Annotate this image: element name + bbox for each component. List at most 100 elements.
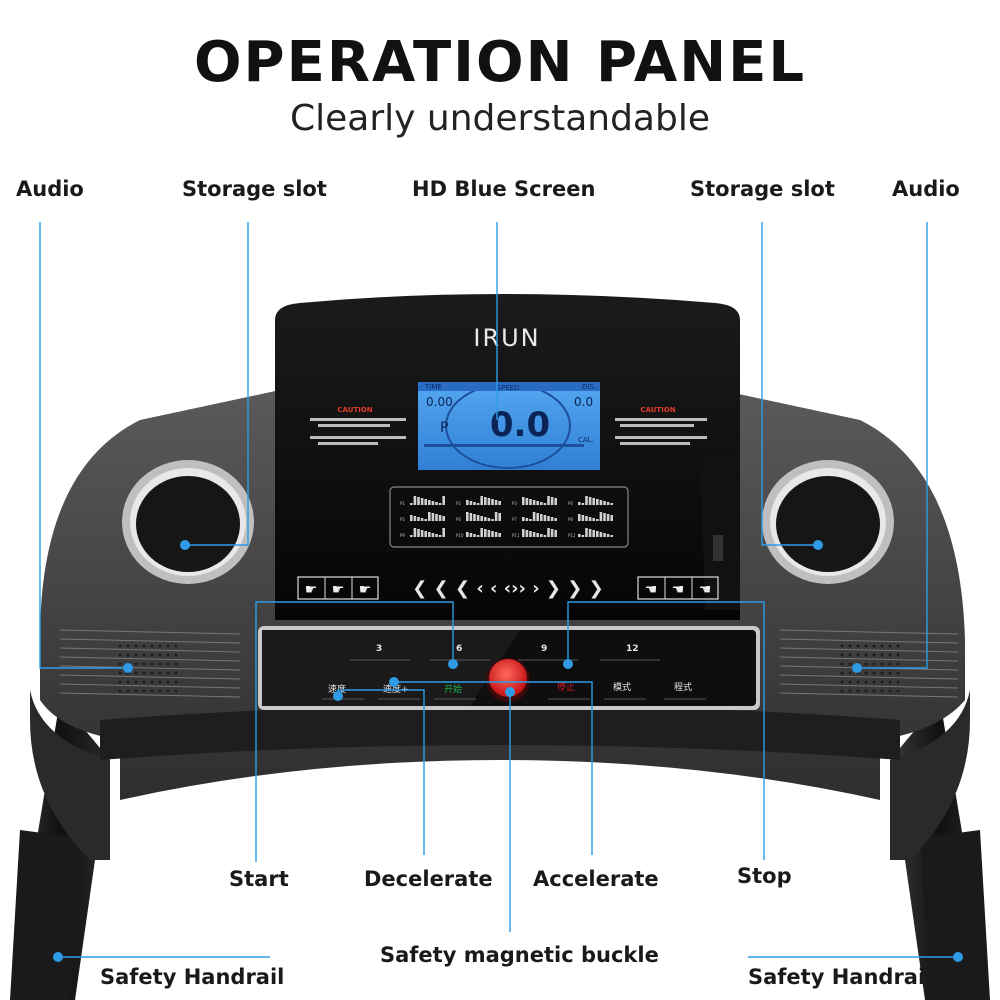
program-bar bbox=[578, 514, 581, 521]
start-button[interactable]: 开始 bbox=[444, 683, 462, 695]
program-bar bbox=[554, 530, 557, 537]
right-storage-slot bbox=[762, 460, 894, 584]
program-bar bbox=[476, 503, 480, 505]
callout-start: Start bbox=[229, 867, 289, 891]
program-bar bbox=[484, 517, 487, 521]
program-cell: P5 bbox=[400, 512, 445, 522]
caution-right-text-lines bbox=[615, 418, 707, 445]
program-bar bbox=[424, 519, 427, 521]
program-bar bbox=[610, 535, 613, 537]
svg-text:☛: ☛ bbox=[359, 582, 372, 598]
program-bar bbox=[466, 532, 469, 537]
program-bar bbox=[550, 497, 554, 505]
program-label: P6 bbox=[456, 517, 461, 522]
program-bar bbox=[424, 531, 427, 537]
program-bar bbox=[473, 514, 476, 521]
program-bar bbox=[480, 496, 483, 505]
program-bar bbox=[578, 502, 581, 505]
svg-text:☛: ☛ bbox=[305, 582, 318, 598]
program-bar bbox=[435, 534, 438, 537]
runner-icons-left: ☛ ☛ ☛ bbox=[297, 576, 379, 600]
callout-safety-handrail-right: Safety Handrail bbox=[748, 965, 933, 989]
program-bar bbox=[525, 518, 529, 521]
program-bar bbox=[603, 533, 606, 537]
program-bar bbox=[596, 519, 599, 521]
speed-down-button[interactable]: 速度- bbox=[328, 683, 349, 695]
page-subtitle: Clearly understandable bbox=[290, 98, 710, 139]
program-bar bbox=[543, 503, 547, 505]
right-speaker-grille bbox=[840, 644, 900, 693]
program-bar bbox=[599, 532, 603, 537]
program-cell: P10 bbox=[456, 528, 501, 538]
program-bar bbox=[487, 518, 491, 521]
program-bar bbox=[599, 512, 603, 521]
program-bar bbox=[417, 497, 420, 505]
safety-magnetic-buckle[interactable] bbox=[486, 658, 530, 702]
program-label: P12 bbox=[568, 533, 576, 538]
speed-preset-3[interactable]: 3 bbox=[376, 644, 382, 654]
program-button[interactable]: 程式 bbox=[674, 681, 692, 693]
program-label: P2 bbox=[456, 501, 461, 506]
program-bar bbox=[581, 535, 585, 537]
speed-preset-6[interactable]: 6 bbox=[456, 644, 462, 654]
program-bar bbox=[438, 515, 442, 521]
program-bar bbox=[484, 497, 487, 505]
program-cell: P7 bbox=[512, 512, 557, 522]
program-bar bbox=[417, 529, 420, 537]
program-cell: P3 bbox=[512, 496, 557, 506]
program-bar bbox=[469, 533, 473, 537]
program-label: P1 bbox=[400, 501, 405, 506]
program-bar bbox=[484, 529, 487, 537]
callout-storage-slot-right: Storage slot bbox=[690, 177, 835, 201]
speed-preset-12[interactable]: 12 bbox=[626, 644, 639, 654]
speed-preset-9[interactable]: 9 bbox=[541, 644, 547, 654]
program-cell: P11 bbox=[512, 528, 557, 538]
program-label: P9 bbox=[400, 533, 405, 538]
program-bar bbox=[424, 499, 427, 505]
program-bar bbox=[413, 496, 417, 505]
program-bar bbox=[438, 503, 442, 505]
program-bar bbox=[540, 514, 543, 521]
svg-text:☚: ☚ bbox=[672, 582, 685, 598]
program-bar bbox=[536, 513, 539, 521]
program-bar bbox=[588, 497, 592, 505]
program-bar bbox=[532, 532, 536, 537]
speed-up-button[interactable]: 速度+ bbox=[383, 683, 409, 695]
program-bar bbox=[491, 531, 494, 537]
program-bar bbox=[413, 516, 417, 521]
program-bar bbox=[498, 513, 501, 521]
program-bar bbox=[529, 519, 532, 521]
program-bar bbox=[532, 512, 536, 521]
program-bar bbox=[592, 518, 595, 521]
program-bar bbox=[525, 530, 529, 537]
lcd-dis-value: 0.0 bbox=[574, 395, 593, 409]
program-bar bbox=[410, 535, 413, 537]
program-bar bbox=[588, 517, 592, 521]
program-bar bbox=[606, 502, 610, 505]
program-bar bbox=[522, 529, 525, 537]
right-side-ribs bbox=[779, 629, 959, 698]
program-bar bbox=[428, 512, 431, 521]
program-bar bbox=[606, 534, 610, 537]
program-bar bbox=[442, 528, 445, 537]
svg-text:❮ ❮ ❮ ‹ ‹ ‹›› › ❯ ❯ ❯: ❮ ❮ ❮ ‹ ‹ ‹›› › ❯ ❯ ❯ bbox=[412, 578, 603, 599]
program-bar bbox=[431, 513, 435, 521]
program-bar bbox=[438, 535, 442, 537]
program-bar bbox=[480, 516, 483, 521]
mode-button[interactable]: 模式 bbox=[613, 681, 631, 693]
left-side-ribs bbox=[59, 629, 241, 698]
lcd-cal-label: CAL. bbox=[578, 436, 594, 444]
program-bar bbox=[547, 516, 550, 521]
lcd-cal-bar bbox=[424, 444, 584, 447]
program-bar bbox=[536, 501, 539, 505]
caution-right-title: CAUTION bbox=[640, 406, 675, 414]
stop-button-label[interactable]: 停止 bbox=[557, 681, 575, 693]
caution-left-text-lines bbox=[310, 418, 406, 445]
program-bar bbox=[491, 499, 494, 505]
left-speaker-grille bbox=[118, 644, 178, 693]
program-bar bbox=[585, 516, 588, 521]
callout-safety-handrail-left: Safety Handrail bbox=[100, 965, 285, 989]
program-bar bbox=[494, 500, 498, 505]
program-bar bbox=[431, 533, 435, 537]
program-bar bbox=[543, 515, 547, 521]
